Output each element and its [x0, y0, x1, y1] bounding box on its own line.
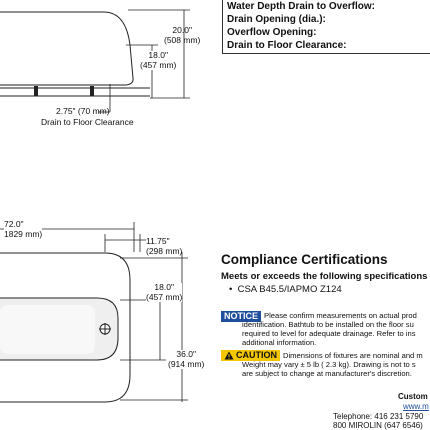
- spec-table: Water Depth Drain to Overflow: Drain Ope…: [222, 0, 430, 54]
- dim-length-mm: 1829 mm): [4, 228, 43, 239]
- contact-title: Custom: [398, 392, 428, 401]
- dim-drain-offset-mm: (298 mm): [146, 245, 183, 256]
- caution-line-2: Weight may vary ± 5 lb ( 2.3 kg). Drawin…: [242, 360, 416, 369]
- dim-inner-width-mm: (457 mm): [146, 291, 183, 302]
- compliance-title: Compliance Certifications: [221, 252, 388, 267]
- dim-width-mm: (914 mm): [168, 358, 205, 369]
- dim-width-in: 36.0": [176, 349, 196, 359]
- dim-inner-width: 18.0" (457 mm): [146, 282, 183, 302]
- spec-overflow-opening: Overflow Opening:: [227, 27, 317, 38]
- bullet-icon: •: [229, 284, 233, 295]
- dim-drain-clearance: 2.75" (70 mm): [56, 106, 110, 116]
- drain-clearance-label: Drain to Floor Clearance: [41, 117, 134, 127]
- caution-badge-text: CAUTION: [236, 350, 277, 360]
- compliance-item-text: CSA B45.5/IAPMO Z124: [237, 284, 342, 295]
- dim-drain-offset-in: 11.75": [146, 236, 170, 246]
- spec-water-depth: Water Depth Drain to Overflow:: [227, 1, 375, 12]
- side-view-dimensions: [98, 9, 190, 113]
- top-view-outline: [0, 252, 131, 403]
- notice-line-3: required to level for adequate drainage.…: [242, 329, 416, 338]
- notice-badge: NOTICE: [221, 311, 262, 322]
- compliance-subtitle: Meets or exceeds the following specifica…: [221, 271, 428, 282]
- top-view-dimensions: [0, 222, 188, 402]
- dim-depth: 18.0" (457 mm): [140, 50, 177, 70]
- dim-height-mm: (508 mm): [164, 34, 201, 45]
- contact-tollfree: 800 MIROLIN (647 6546): [333, 421, 423, 430]
- spec-drain-opening: Drain Opening (dia.):: [227, 14, 326, 25]
- caution-line-3: are subject to change at manufacturer's …: [242, 369, 412, 378]
- dim-depth-in: 18.0": [148, 50, 168, 60]
- dim-depth-mm: (457 mm): [140, 59, 177, 70]
- caution-badge: CAUTION: [221, 350, 280, 361]
- side-view-profile: [0, 11, 150, 97]
- spec-drain-clearance: Drain to Floor Clearance:: [227, 40, 347, 51]
- dim-length-in: 72.0": [4, 219, 24, 229]
- dim-height: 20.0" (508 mm): [164, 25, 201, 45]
- notice-line-2: identification. Bathtub to be installed …: [242, 320, 414, 329]
- dim-length: 72.0" 1829 mm): [4, 219, 43, 239]
- contact-url[interactable]: www.m: [403, 402, 429, 411]
- dim-drain-offset: 11.75" (298 mm): [146, 236, 183, 256]
- compliance-item: • CSA B45.5/IAPMO Z124: [229, 284, 342, 295]
- contact-telephone: Telephone: 416 231 5790: [333, 412, 424, 421]
- dim-inner-width-in: 18.0": [154, 282, 174, 292]
- notice-line-4: additional information.: [242, 338, 317, 347]
- dim-height-in: 20.0": [172, 25, 192, 35]
- notice-line-1: Please confirm measurements on actual pr…: [264, 311, 417, 320]
- warning-icon: [224, 351, 234, 360]
- caution-line-1: Dimensions of fixtures are nominal and m: [283, 351, 423, 360]
- dim-width: 36.0" (914 mm): [168, 349, 205, 369]
